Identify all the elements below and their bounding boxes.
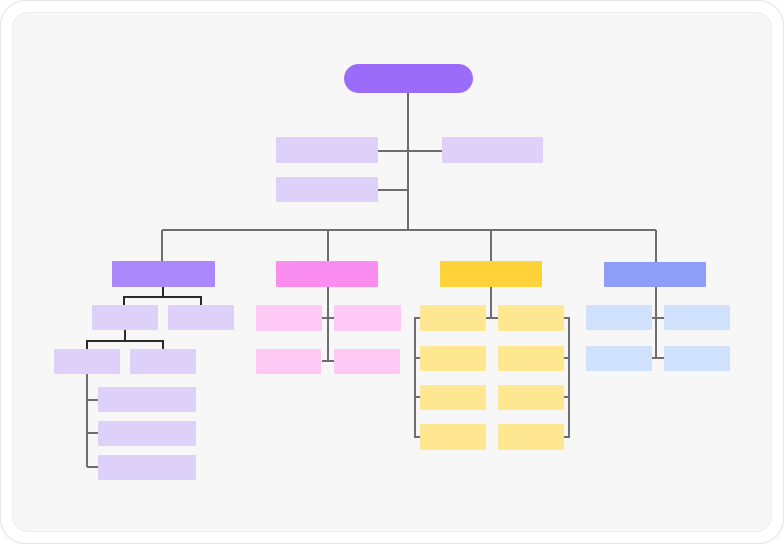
branch1-list-item-1[interactable] xyxy=(98,387,196,412)
branch4-row2-left[interactable] xyxy=(586,346,652,371)
level1-node-left-top[interactable] xyxy=(276,137,378,163)
branch3-row3-right[interactable] xyxy=(498,385,564,410)
edge-branch3-bracket-left xyxy=(414,317,420,438)
branch2-row1-left[interactable] xyxy=(256,305,322,331)
branch3-row4-right[interactable] xyxy=(498,424,564,450)
branch2-row2-left[interactable] xyxy=(256,349,321,374)
branch1-row2-left[interactable] xyxy=(54,349,120,374)
branch1-head[interactable] xyxy=(112,261,215,287)
branch3-row1-left[interactable] xyxy=(420,305,486,331)
edge-branch3-bracket-right xyxy=(564,317,570,438)
branch4-row1-right[interactable] xyxy=(664,305,730,330)
branch1-list-item-2[interactable] xyxy=(98,421,196,446)
branch2-row1-right[interactable] xyxy=(334,305,401,331)
branch3-head[interactable] xyxy=(440,261,542,287)
branch1-row1-right[interactable] xyxy=(168,305,234,330)
branch2-head[interactable] xyxy=(276,261,378,287)
branch3-row3-left[interactable] xyxy=(420,385,486,410)
branch1-row1-left[interactable] xyxy=(92,305,158,330)
branch1-row2-right[interactable] xyxy=(130,349,196,374)
branch1-list-item-3[interactable] xyxy=(98,455,196,480)
branch3-row1-right[interactable] xyxy=(498,305,564,331)
branch3-row2-left[interactable] xyxy=(420,346,486,371)
edge-branch1-bracket2 xyxy=(86,340,164,349)
level1-node-right[interactable] xyxy=(442,137,543,163)
level1-node-left-bottom[interactable] xyxy=(276,177,378,202)
branch4-row1-left[interactable] xyxy=(586,305,652,330)
branch4-head[interactable] xyxy=(604,262,706,287)
branch4-row2-right[interactable] xyxy=(664,346,730,371)
branch3-row2-right[interactable] xyxy=(498,346,564,371)
root-node[interactable] xyxy=(344,64,473,93)
edge-branch1-bracket1 xyxy=(123,296,202,305)
branch3-row4-left[interactable] xyxy=(420,424,486,450)
branch2-row2-right[interactable] xyxy=(334,349,400,374)
